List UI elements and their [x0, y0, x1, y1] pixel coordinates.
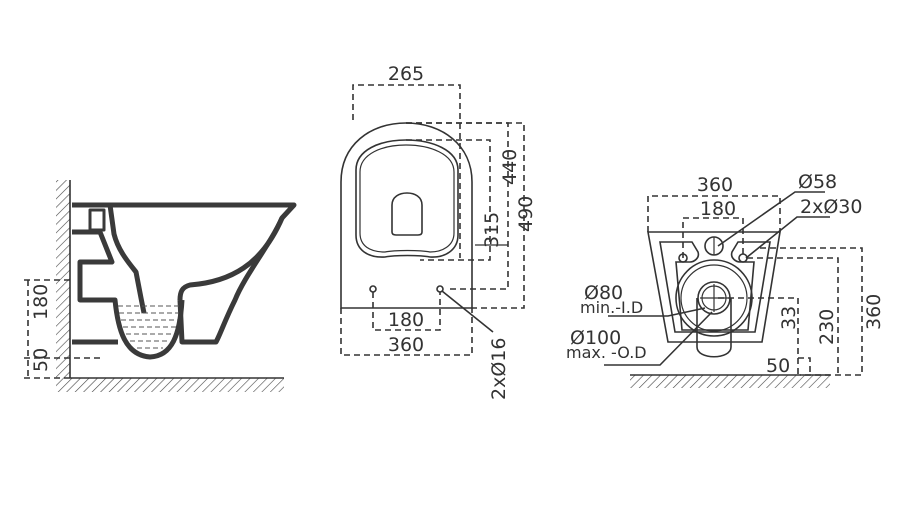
- back-outline: [647, 231, 781, 343]
- dim-360-width-label: 360: [697, 174, 733, 196]
- dim-50-label: 50: [766, 355, 790, 377]
- floor-hatch: [56, 378, 284, 392]
- dim-50-label: 50: [30, 348, 52, 372]
- floor-hatch: [630, 375, 830, 388]
- wall-hatch: [56, 180, 70, 378]
- dim-230-label: 230: [816, 309, 838, 345]
- dim-315-label: 315: [481, 212, 503, 248]
- seat-outline: [355, 139, 459, 258]
- outlet-spout: [696, 298, 732, 358]
- side-view: 180 50: [24, 180, 297, 392]
- back-panel: [659, 241, 771, 333]
- fixing-hole-right: [738, 253, 748, 263]
- dim-outlet-id-label: Ø80: [584, 282, 623, 304]
- dim-fixing-holes-label: 2xØ30: [800, 196, 862, 218]
- dim-inlet-label: Ø58: [798, 171, 837, 193]
- bowl-opening: [391, 192, 423, 236]
- dim-180-label: 180: [388, 309, 424, 331]
- bowl-section: [72, 202, 297, 360]
- dim-490-label: 490: [515, 196, 537, 232]
- back-view: 360 180 Ø58 2xØ30 33 230 360 50 Ø80 min.…: [566, 171, 885, 388]
- dim-180-label: 180: [700, 198, 736, 220]
- dim-360-height-label: 360: [863, 294, 885, 330]
- top-view: 265 315 440 490 180 360 2xØ16: [340, 63, 537, 400]
- bowl-outline: [340, 122, 473, 309]
- dim-outlet-id-note: min.-I.D: [580, 298, 643, 317]
- dim-265-label: 265: [388, 63, 424, 85]
- dim-33-label: 33: [778, 306, 800, 330]
- dim-holes-label: 2xØ16: [488, 338, 510, 400]
- dim-outlet-od-note: max. -O.D: [566, 343, 647, 362]
- water-surface: [118, 305, 180, 349]
- dim-360-label: 360: [388, 334, 424, 356]
- dim-440-label: 440: [499, 149, 521, 185]
- fixing-hole-left: [369, 285, 377, 293]
- dim-180-label: 180: [30, 284, 52, 320]
- dim-outlet-od-label: Ø100: [570, 327, 621, 349]
